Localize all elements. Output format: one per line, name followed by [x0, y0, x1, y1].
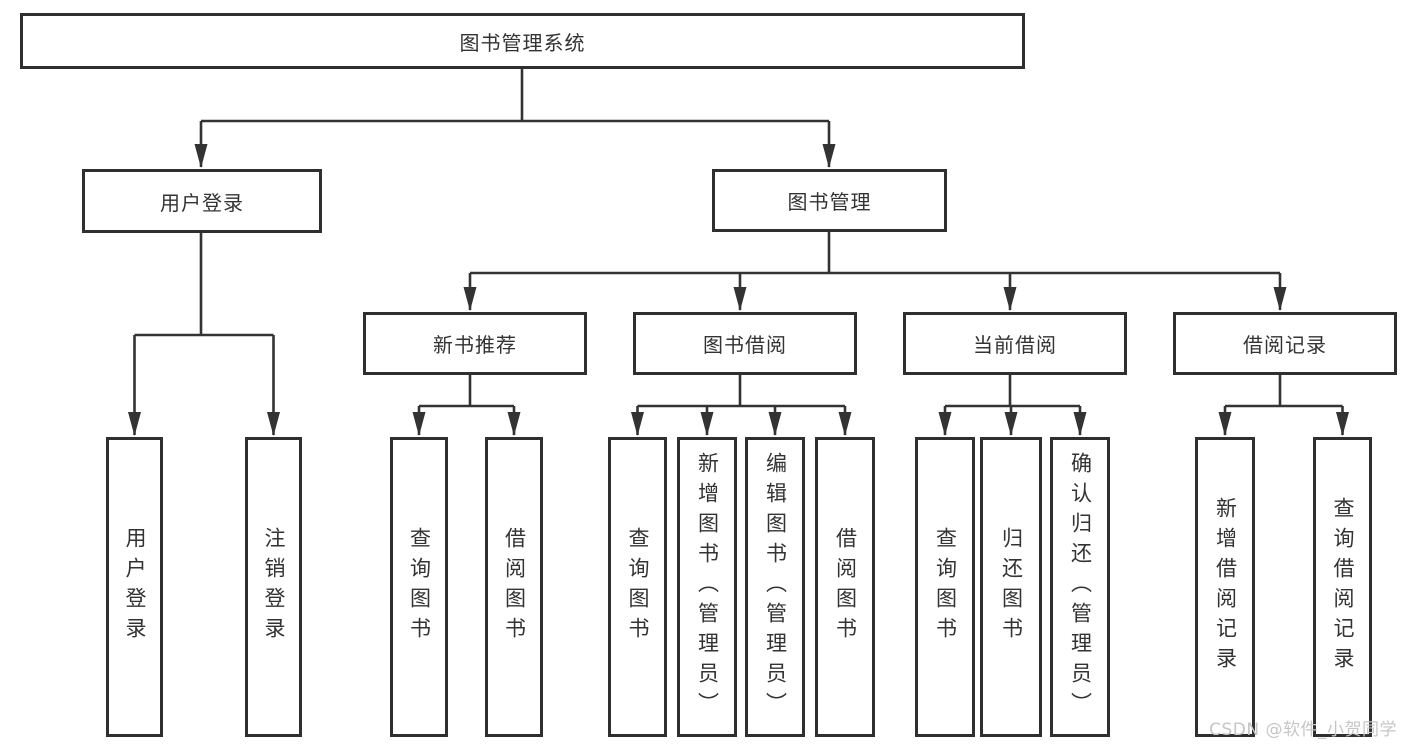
leaf-newbook-borrow-books-label: 借阅图书 [502, 527, 527, 647]
node-root-library-system: 图书管理系统 [20, 13, 1025, 69]
node-new-book-recommend: 新书推荐 [363, 312, 587, 375]
leaf-records-add-record: 新增借阅记录 [1195, 437, 1255, 737]
node-borrow-records: 借阅记录 [1173, 312, 1397, 375]
leaf-borrow-query-books-label: 查询图书 [626, 527, 650, 647]
leaf-current-query-books: 查询图书 [915, 437, 975, 737]
leaf-current-return-books-label: 归还图书 [999, 527, 1024, 647]
leaf-records-query-record: 查询借阅记录 [1313, 437, 1372, 737]
leaf-newbook-query-books: 查询图书 [390, 437, 448, 737]
leaf-records-add-record-label: 新增借阅记录 [1213, 497, 1238, 677]
csdn-watermark: CSDN @软件_小贺同学 [1209, 720, 1397, 740]
leaf-logout-login: 注销登录 [245, 437, 302, 737]
leaf-borrow-query-books: 查询图书 [608, 437, 667, 737]
leaf-newbook-borrow-books: 借阅图书 [485, 437, 543, 737]
leaf-current-query-books-label: 查询图书 [933, 527, 958, 647]
leaf-user-login-label: 用户登录 [123, 527, 147, 647]
leaf-logout-login-label: 注销登录 [262, 527, 286, 647]
node-user-login: 用户登录 [82, 169, 322, 233]
node-book-borrow: 图书借阅 [633, 312, 857, 375]
leaf-current-confirm-return-admin-label: 确认归还（管理员） [1068, 452, 1093, 722]
node-current-borrow: 当前借阅 [903, 312, 1127, 375]
leaf-borrow-edit-books-admin-label: 编辑图书（管理员） [763, 452, 788, 722]
leaf-borrow-borrow-books: 借阅图书 [815, 437, 875, 737]
node-book-management: 图书管理 [712, 169, 947, 232]
leaf-newbook-query-books-label: 查询图书 [407, 527, 432, 647]
leaf-borrow-edit-books-admin: 编辑图书（管理员） [745, 437, 805, 737]
leaf-borrow-add-books-admin-label: 新增图书（管理员） [695, 452, 720, 722]
leaf-borrow-add-books-admin: 新增图书（管理员） [677, 437, 737, 737]
leaf-records-query-record-label: 查询借阅记录 [1331, 497, 1355, 677]
leaf-current-confirm-return-admin: 确认归还（管理员） [1050, 437, 1110, 737]
leaf-current-return-books: 归还图书 [980, 437, 1042, 737]
leaf-user-login: 用户登录 [106, 437, 163, 737]
leaf-borrow-borrow-books-label: 借阅图书 [833, 527, 858, 647]
